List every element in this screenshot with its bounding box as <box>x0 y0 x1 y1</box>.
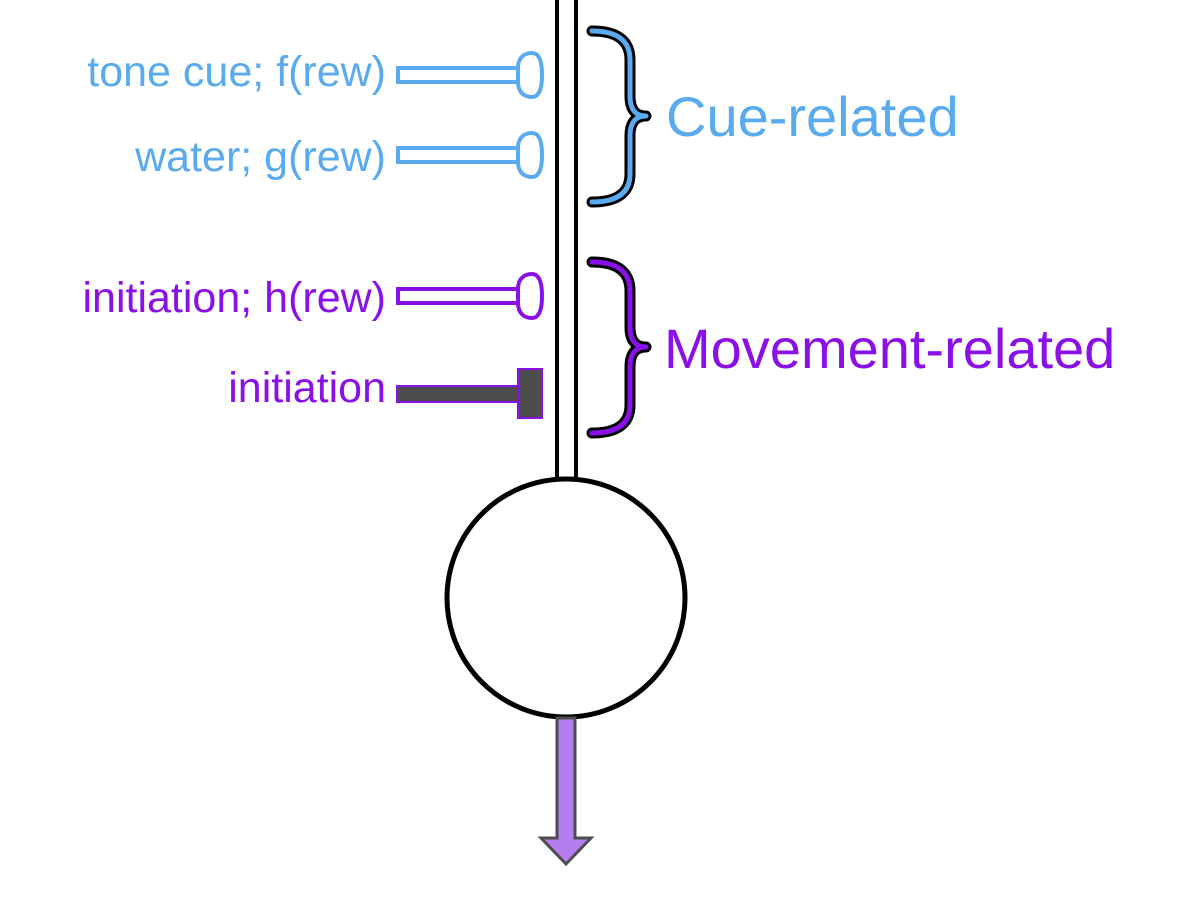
curly-brace-icon-movement <box>586 256 652 439</box>
input-label-tone-cue: tone cue; f(rew) <box>87 48 386 96</box>
synapse-initiation-inhibitory: initiation <box>228 364 543 419</box>
dendrite <box>555 0 578 482</box>
curly-brace-icon-cue <box>586 25 652 208</box>
synapse-tone-cue: tone cue; f(rew) <box>87 48 545 100</box>
t-bar-synapse-icon <box>396 368 543 419</box>
synapse-water: water; g(rew) <box>134 130 545 181</box>
input-label-initiation-hrew: initiation; h(rew) <box>83 274 387 322</box>
group-label-cue-related: Cue-related <box>666 85 959 148</box>
cell-body-circle <box>444 476 688 720</box>
bulb-synapse-icon <box>396 130 545 180</box>
bulb-synapse-icon <box>396 50 545 100</box>
down-arrow-icon <box>537 716 595 867</box>
group-label-movement-related: Movement-related <box>664 317 1115 380</box>
input-label-initiation: initiation <box>228 364 386 412</box>
synapse-initiation-excitatory: initiation; h(rew) <box>83 271 545 322</box>
input-label-water: water; g(rew) <box>134 133 386 181</box>
bulb-synapse-icon <box>396 271 545 321</box>
